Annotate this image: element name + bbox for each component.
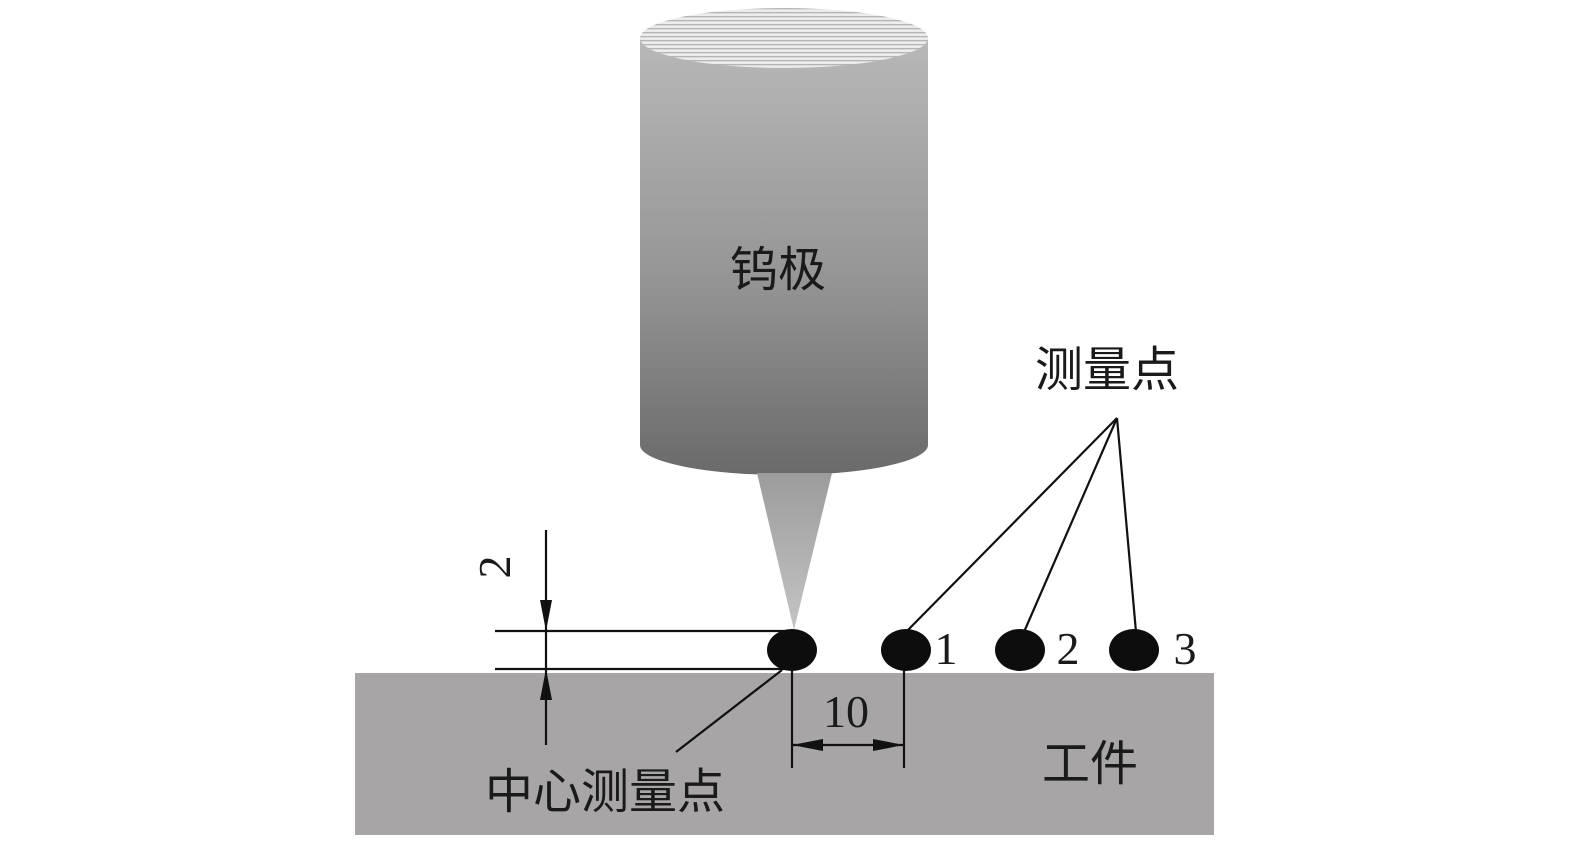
- electrode-tip: [757, 473, 832, 630]
- center-point-leader-line: [675, 669, 783, 753]
- height-dimension: [540, 530, 552, 745]
- leader-line-2: [1022, 417, 1119, 633]
- measure-point-1: [881, 629, 931, 671]
- tungsten-electrode: [640, 8, 928, 630]
- measure-points-label: 测量点: [1035, 342, 1179, 398]
- measure-point-3-label: 3: [1174, 623, 1197, 674]
- center-measure-point: [767, 629, 817, 671]
- workpiece: [355, 673, 1214, 835]
- spacing-dimension-label: 10: [823, 686, 869, 737]
- arrow-left-icon: [792, 739, 823, 751]
- height-dimension-label: 2: [469, 556, 520, 579]
- electrode-body: [640, 38, 928, 475]
- measure-point-3: [1109, 629, 1159, 671]
- leader-line-3: [1115, 417, 1138, 633]
- center-point-label: 中心测量点: [485, 764, 725, 820]
- measure-point-2-label: 2: [1057, 623, 1080, 674]
- electrode-label: 钨极: [730, 242, 826, 298]
- arrow-down-icon: [540, 600, 552, 631]
- leader-line-1: [905, 417, 1118, 633]
- arrow-right-icon: [873, 739, 904, 751]
- measure-point-2: [995, 629, 1045, 671]
- electrode-top-face: [640, 8, 928, 68]
- arrow-up-icon: [540, 669, 552, 700]
- workpiece-label: 工件: [1042, 736, 1138, 792]
- measure-point-1-label: 1: [935, 623, 958, 674]
- spacing-dimension: [790, 668, 906, 768]
- measure-points-leaders: [905, 417, 1138, 633]
